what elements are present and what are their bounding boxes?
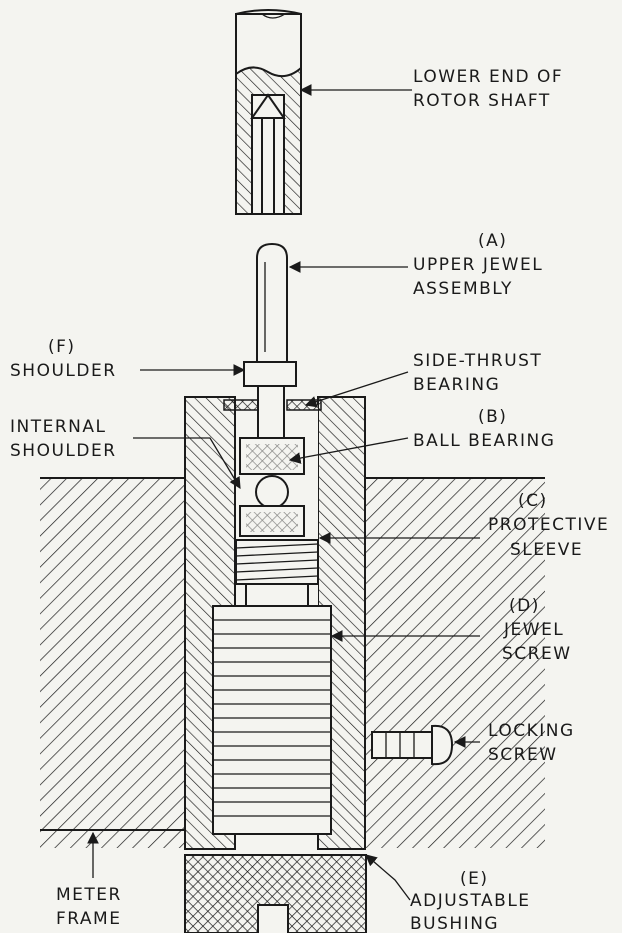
label-internal-shoulder-1: INTERNAL [10,417,107,437]
label-ball-bearing-b: (B) [478,407,507,427]
label-meter-frame-2: FRAME [56,909,121,929]
label-locking-screw-2: SCREW [488,745,558,765]
side-thrust-bearing [223,399,322,411]
jewel-screw [212,605,332,835]
label-shoulder: SHOULDER [10,361,117,381]
label-ball-bearing: BALL BEARING [413,431,555,451]
adjustable-bushing [184,854,367,933]
label-side-thrust-2: BEARING [413,375,500,395]
rotor-shaft [235,9,302,215]
label-shoulder-f: (F) [48,337,76,357]
labels: LOWER END OF ROTOR SHAFT (A) UPPER JEWEL… [10,67,609,933]
label-upper-jewel-2: ASSEMBLY [413,279,513,299]
label-protective-sleeve-1: PROTECTIVE [488,515,609,535]
label-rotor-shaft-1: LOWER END OF [413,67,563,87]
ball-bearing [239,437,305,537]
label-protective-sleeve-2: SLEEVE [510,540,583,560]
label-adjustable-bushing-2: BUSHING [410,914,499,933]
leader-lines [87,84,480,901]
label-jewel-screw-2: SCREW [502,644,572,664]
thread-section [235,539,319,607]
meter-frame [40,477,545,848]
label-internal-shoulder-2: SHOULDER [10,441,117,461]
label-adjustable-bushing-e: (E) [460,869,489,889]
label-protective-sleeve-c: (C) [518,491,548,511]
label-adjustable-bushing-1: ADJUSTABLE [410,891,531,911]
label-upper-jewel-1: UPPER JEWEL [413,255,543,275]
upper-jewel-assembly [243,242,297,439]
locking-screw [371,724,454,766]
label-jewel-screw-1: JEWEL [503,620,564,640]
label-locking-screw-1: LOCKING [488,721,575,741]
label-rotor-shaft-2: ROTOR SHAFT [413,91,551,111]
label-upper-jewel-a: (A) [478,231,507,251]
label-side-thrust-1: SIDE-THRUST [413,351,542,371]
label-meter-frame-1: METER [56,885,122,905]
label-jewel-screw-d: (D) [509,596,540,616]
